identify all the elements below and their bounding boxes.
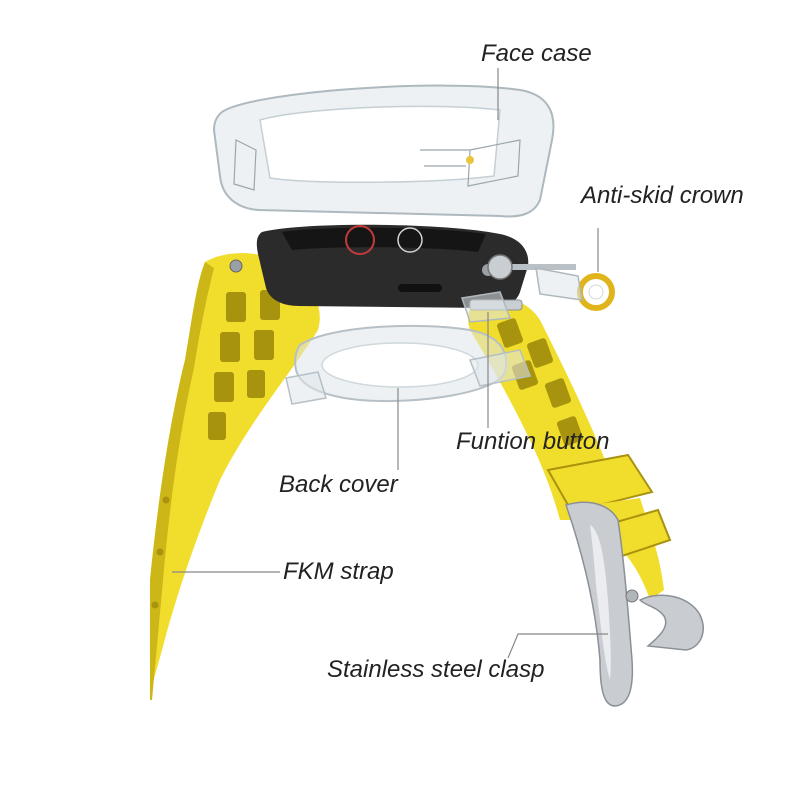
label-fkm-strap: FKM strap: [283, 558, 394, 585]
strap-keeper-1: [546, 453, 654, 514]
function-button-cap: [461, 291, 512, 323]
label-back-cover: Back cover: [279, 471, 398, 498]
leader-stainless-clasp: [507, 633, 608, 659]
clasp-pin: [625, 589, 639, 603]
back-cover-tab-right: [468, 349, 532, 387]
watch-body: [256, 224, 529, 308]
crown-stem: [496, 264, 576, 270]
back-cover: [285, 324, 532, 405]
face-case-details: [233, 139, 521, 191]
crown-sleeve: [535, 267, 583, 301]
face-case: [212, 84, 555, 218]
clasp: [565, 501, 704, 707]
crown-assembly: [487, 254, 615, 311]
crown-center: [588, 284, 604, 300]
watch-dial-ring-2: [397, 227, 423, 253]
right-strap-ribs: [497, 318, 583, 446]
watch-speaker-slot: [398, 284, 442, 292]
watch-screen: [282, 227, 486, 252]
crown-inner: [487, 254, 513, 280]
clasp-shine: [590, 525, 611, 680]
face-case-accent: [466, 156, 474, 164]
left-strap-screw: [229, 259, 243, 273]
label-stainless-clasp: Stainless steel clasp: [327, 656, 545, 683]
left-strap-ribs: [208, 290, 280, 440]
label-face-case: Face case: [481, 40, 592, 67]
function-button-assembly: [461, 291, 523, 323]
label-anti-skid-crown: Anti-skid crown: [581, 182, 744, 209]
back-cover-tab-left: [285, 371, 327, 405]
leader-lines: [172, 68, 608, 659]
back-cover-opening: [321, 342, 479, 388]
left-strap-holes: [151, 496, 170, 609]
watch-dial-ring: [345, 225, 375, 255]
left-strap: [150, 253, 320, 701]
face-case-window: [259, 105, 501, 184]
clasp-hook: [638, 594, 704, 651]
left-strap-side: [150, 262, 214, 700]
label-function-button: Funtion button: [456, 428, 610, 455]
